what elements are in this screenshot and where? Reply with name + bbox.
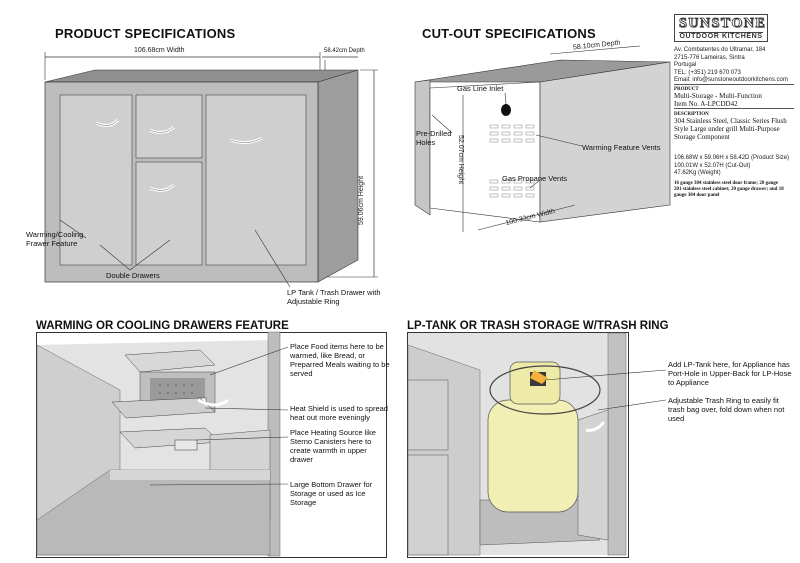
product-width-dim: 106.68cm Width: [134, 47, 185, 54]
warming-note-bottom-drawer: Large Bottom Drawer for Storage or used …: [290, 480, 373, 507]
double-drawers-label: Double Drawers: [106, 271, 160, 280]
warming-vents-label: Warming Feature Vents: [582, 143, 661, 152]
pre-drilled-holes-label: Pre-Drilled Holes: [416, 129, 452, 147]
product-description: DESCRIPTION 304 Stainless Steel, Classic…: [674, 112, 787, 141]
cutout-specs-title: CUT-OUT SPECIFICATIONS: [422, 26, 596, 41]
product-specs-title: PRODUCT SPECIFICATIONS: [55, 26, 236, 41]
warming-note-food: Place Food items here to be warmed, like…: [290, 342, 390, 378]
product-sizes: 106.68W x 59.06H x 58.42D (Product Size)…: [674, 155, 790, 176]
propane-vents-label: Gas Propane Vents: [502, 174, 568, 183]
lptank-note-tank: Add LP-Tank here, for Appliance has Port…: [668, 360, 792, 387]
warming-note-heat-source: Place Heating Source like Sterno Caniste…: [290, 428, 376, 464]
sunstone-logo: SUNSTONE OUTDOOR KITCHENS: [674, 14, 768, 42]
product-info: PRODUCT Multi-Storage - Multi-Function I…: [674, 87, 762, 108]
product-depth-dim: 58.42cm Depth: [324, 48, 365, 54]
warming-drawer-label: Warming/Cooling Frawer Feature: [26, 230, 84, 248]
warming-feature-title: WARMING OR COOLING DRAWERS FEATURE: [36, 320, 289, 332]
gas-line-inlet-label: Gas Line Inlet: [457, 84, 504, 93]
gauge-spec: 16 gauge 304 stainless steel door frame;…: [674, 181, 784, 198]
lptank-note-trash-ring: Adjustable Trash Ring to easily fit tras…: [668, 396, 785, 423]
lptank-feature-title: LP-TANK OR TRASH STORAGE W/TRASH RING: [407, 320, 669, 332]
company-address: Av. Combatentes do Ultramar, 184 2715-77…: [674, 47, 788, 83]
lp-tank-drawer-label: LP Tank / Trash Drawer with Adjustable R…: [287, 288, 381, 306]
warming-note-heat-shield: Heat Shield is used to spread heat out m…: [290, 404, 388, 422]
